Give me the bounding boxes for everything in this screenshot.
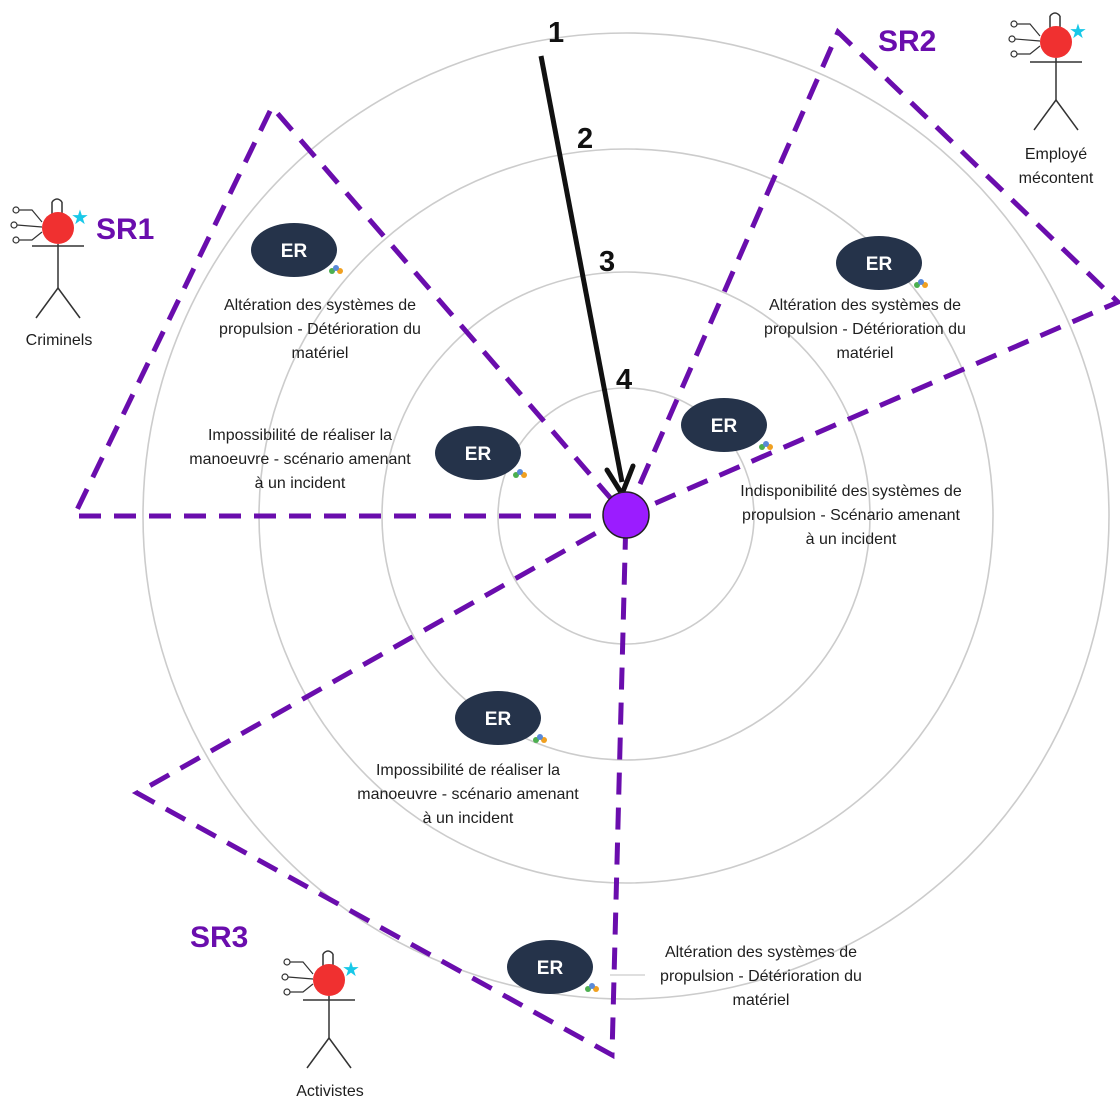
people-icon (585, 983, 599, 992)
text-line: matériel (733, 992, 790, 1009)
er-badge: ER (465, 444, 492, 465)
actor-icon: ★ (1008, 12, 1087, 131)
text-line: propulsion - Détérioration du (219, 321, 421, 338)
sr1-label: SR1 (96, 213, 154, 246)
er-text: Altération des systèmes de propulsion - D… (219, 297, 421, 362)
er-badge: ER (866, 254, 893, 275)
text-line: matériel (292, 345, 349, 362)
er-badge: ER (281, 241, 308, 262)
ring-number-2: 2 (577, 123, 593, 155)
people-icon (533, 734, 547, 743)
ring-numbers: 1 2 3 4 (548, 17, 632, 396)
rings (142, 32, 1110, 1000)
sr3-label: SR3 (190, 921, 248, 954)
people-icon (914, 279, 928, 288)
ring-number-1: 1 (548, 17, 564, 49)
text-line: manoeuvre - scénario amenant (189, 451, 411, 468)
er-badge: ER (485, 709, 512, 730)
er-text: Impossibilité de réaliser la manoeuvre - … (189, 427, 411, 492)
er-node: ER (435, 426, 527, 480)
text-line: matériel (837, 345, 894, 362)
actor-icon: ★ (10, 198, 89, 319)
er-node: ER (251, 223, 343, 277)
sector-boundaries (70, 27, 1120, 1060)
text-line: Altération des systèmes de (769, 297, 961, 314)
er-badge: ER (537, 958, 564, 979)
text-line: Indisponibilité des systèmes de (740, 483, 962, 500)
text-line: propulsion - Détérioration du (764, 321, 966, 338)
actor-icon: ★ (281, 950, 360, 1069)
actor-criminels: ★ (10, 198, 89, 319)
people-icon (513, 469, 527, 478)
ring-number-3: 3 (599, 246, 615, 278)
ring-3 (381, 271, 871, 761)
er-node: ER (681, 398, 773, 452)
direction-arrow (538, 55, 625, 483)
text-line: Altération des systèmes de (224, 297, 416, 314)
text-line: manoeuvre - scénario amenant (357, 786, 579, 803)
er-node: ER (507, 940, 599, 994)
text-line: mécontent (1019, 170, 1094, 187)
svg-text:★: ★ (1069, 19, 1087, 43)
svg-text:★: ★ (71, 205, 89, 229)
center-target (602, 491, 650, 539)
ring-1 (142, 32, 1110, 1000)
text-line: Employé (1025, 146, 1087, 163)
sector-sr1 (70, 102, 628, 519)
sector-sr2 (623, 27, 1120, 519)
text-line: Impossibilité de réaliser la (376, 762, 560, 779)
er-text: Impossibilité de réaliser la manoeuvre - … (357, 762, 579, 827)
people-icon (329, 265, 343, 274)
svg-text:★: ★ (342, 957, 360, 981)
text-line: à un incident (255, 475, 346, 492)
er-text: Indisponibilité des systèmes de propulsio… (740, 483, 962, 548)
ring-4 (497, 387, 755, 645)
actor-criminels-label: Criminels (26, 332, 93, 349)
text-line: à un incident (806, 531, 897, 548)
text-line: Altération des systèmes de (665, 944, 857, 961)
actor-activistes-label: Activistes (296, 1083, 364, 1099)
actor-employe: ★ (1008, 12, 1087, 131)
er-text: Altération des systèmes de propulsion - D… (764, 297, 966, 362)
actor-activistes: ★ (281, 950, 360, 1069)
people-icon (759, 441, 773, 450)
text-line: propulsion - Détérioration du (660, 968, 862, 985)
text-line: propulsion - Scénario amenant (742, 507, 960, 524)
er-text: Altération des systèmes de propulsion - D… (660, 944, 862, 1009)
actor-employe-label: Employé mécontent (1019, 146, 1094, 187)
ring-number-4: 4 (616, 364, 632, 396)
er-node: ER (455, 691, 547, 745)
sector-sr3 (131, 513, 629, 1060)
text-line: à un incident (423, 810, 514, 827)
er-badge: ER (711, 416, 738, 437)
text-line: Impossibilité de réaliser la (208, 427, 392, 444)
sr2-label: SR2 (878, 25, 936, 58)
er-node: ER (836, 236, 928, 290)
